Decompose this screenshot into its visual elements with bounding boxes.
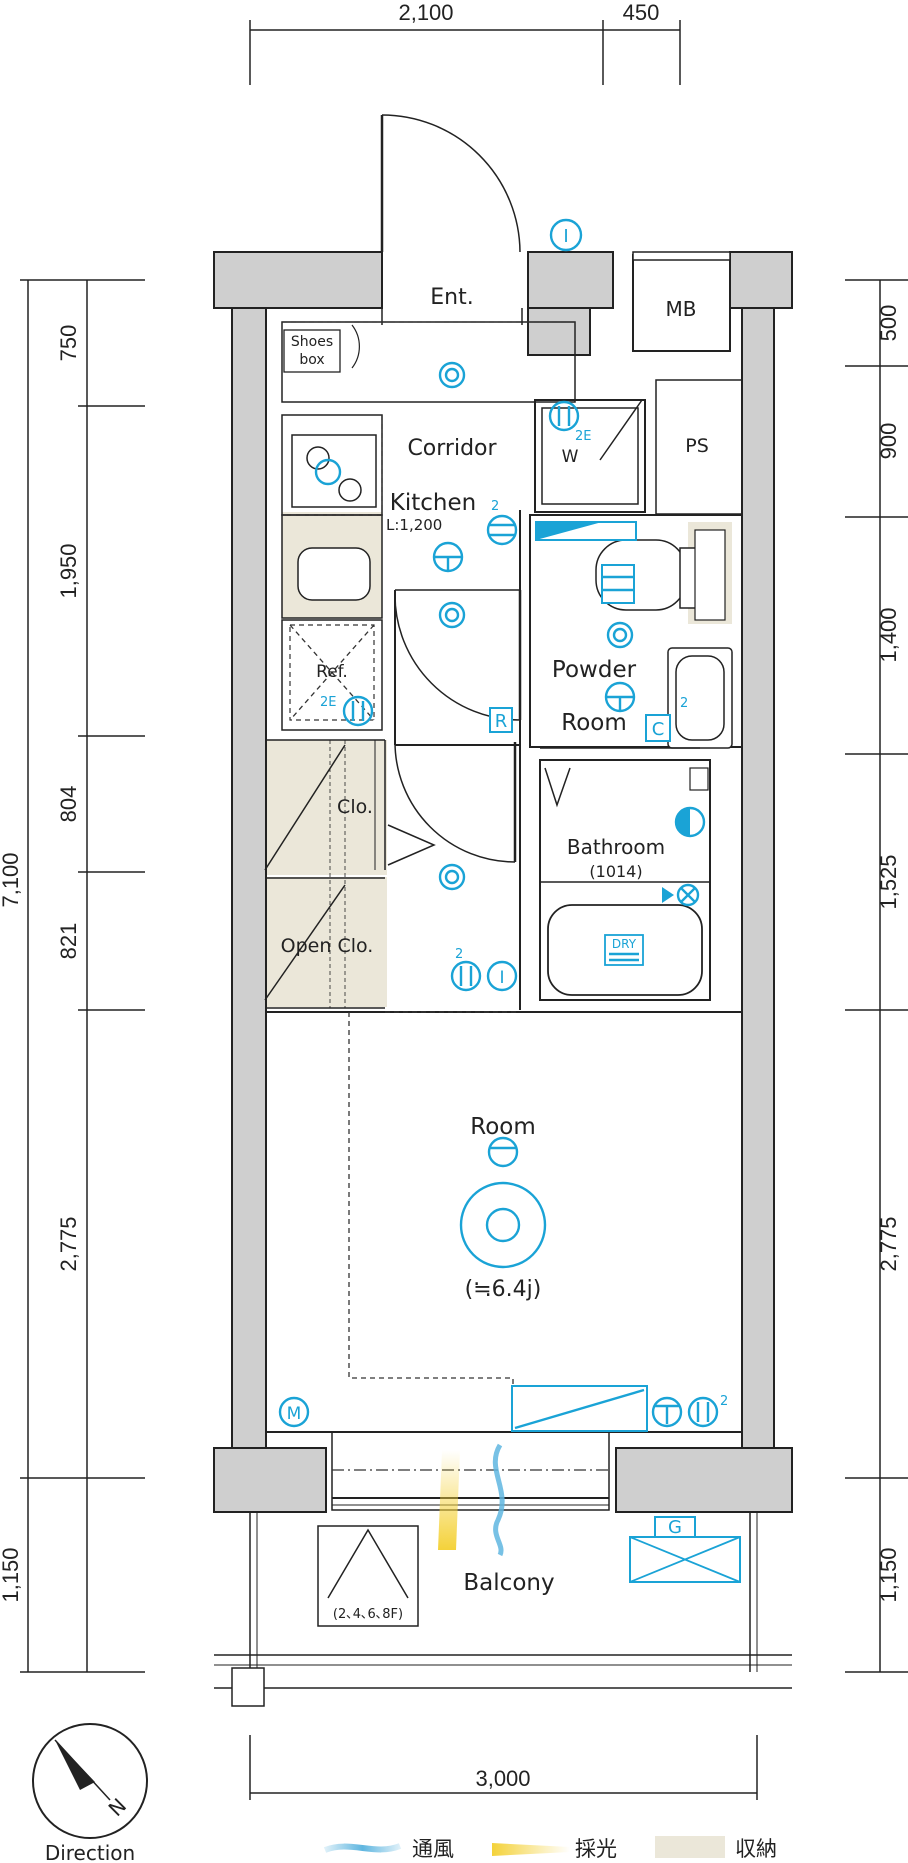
dim-right-4: 1,525 <box>876 854 901 909</box>
wall-light-icon <box>432 541 464 573</box>
gas-label: G <box>668 1517 682 1538</box>
marker-2: 2 <box>491 499 499 514</box>
ventilation-icon <box>323 1843 402 1853</box>
kitchen-label: Kitchen <box>390 490 476 516</box>
dim-right-2: 900 <box>876 423 901 460</box>
room-light-icon <box>459 1181 547 1269</box>
bathroom-light-icon <box>674 806 706 838</box>
dim-right-5: 2,775 <box>876 1216 901 1271</box>
dim-top-2: 450 <box>623 0 660 25</box>
dim-right-3: 1,400 <box>876 607 901 662</box>
dim-left-1: 750 <box>56 325 81 362</box>
multimedia-outlet-icon: M <box>278 1396 310 1428</box>
svg-text:M: M <box>287 1404 302 1424</box>
marker-2: 2 <box>720 1394 728 1409</box>
ceiling-light-icon <box>438 601 466 629</box>
compass-needle-icon <box>55 1740 95 1790</box>
daylight-icon <box>492 1843 570 1856</box>
room-labels: Ent. MB Shoes box Corridor Kitchen L:1,2… <box>281 285 709 1622</box>
closet-label: Clo. <box>337 796 373 818</box>
open-closet-label: Open Clo. <box>281 935 374 957</box>
room-area: (≒6.4j) <box>465 1277 542 1302</box>
marker-2e: 2E <box>575 429 592 444</box>
legend-ventilation: 通風 <box>412 1837 454 1861</box>
shoes-box-label: Shoes <box>291 334 333 350</box>
dim-bottom: 3,000 <box>475 1766 530 1791</box>
toilet-controller-icon <box>601 564 635 604</box>
svg-text:I: I <box>563 226 568 247</box>
intercom-icon: I <box>549 218 583 252</box>
refrigerator-label: Ref. <box>316 662 348 682</box>
walls <box>213 251 793 1513</box>
dryer-icon: DRY <box>604 934 644 966</box>
marker-2: 2 <box>455 947 463 962</box>
svg-text:R: R <box>495 711 508 732</box>
refrigerator-outlet-icon: R <box>489 707 513 733</box>
dim-left-3: 804 <box>56 786 81 823</box>
legend: 通風 採光 収納 <box>323 1836 777 1861</box>
marker-2e: 2E <box>320 695 337 710</box>
ventilation-daylight-indicators <box>438 1443 505 1557</box>
dim-left-6: 1,150 <box>0 1547 23 1602</box>
svg-text:I: I <box>499 968 504 988</box>
balcony-label: Balcony <box>463 1570 554 1596</box>
ceiling-light-icon <box>438 361 466 389</box>
room-label: Room <box>470 1114 536 1140</box>
air-conditioner-icon <box>511 1385 648 1432</box>
kitchen-length: L:1,200 <box>386 516 442 534</box>
legend-storage: 収納 <box>735 1837 777 1861</box>
powder-room-label: Room <box>561 710 627 736</box>
dim-left-4: 821 <box>56 923 81 960</box>
c-outlet-icon: C <box>645 714 671 742</box>
dim-top-1: 2,100 <box>398 0 453 25</box>
bathroom-label: Bathroom <box>567 835 665 859</box>
outlet-icon <box>450 960 482 992</box>
intercom-icon: I <box>486 960 518 992</box>
entrance-label: Ent. <box>430 285 473 310</box>
wall-light-icon <box>487 1136 519 1168</box>
compass: N Direction <box>32 1723 148 1863</box>
bath-controls-icon <box>662 883 700 907</box>
ceiling-light-icon <box>438 863 466 891</box>
marker-2: 2 <box>680 696 688 711</box>
outlet-icon <box>651 1396 683 1428</box>
dim-right-6: 1,150 <box>876 1547 901 1602</box>
left-dimensions: 750 1,950 804 821 2,775 1,150 7,100 <box>0 279 145 1673</box>
bathroom-size: (1014) <box>589 862 642 881</box>
dim-left-total: 7,100 <box>0 852 23 907</box>
outlet-icon <box>687 1396 719 1428</box>
outlet-icon <box>548 400 580 432</box>
right-dimensions: 500 900 1,400 1,525 2,775 1,150 <box>845 279 908 1673</box>
powder-room-label: Powder <box>552 657 637 683</box>
dim-left-5: 2,775 <box>56 1216 81 1271</box>
dim-right-1: 500 <box>876 305 901 342</box>
legend-daylight: 採光 <box>575 1837 617 1861</box>
dim-left-2: 1,950 <box>56 543 81 598</box>
ps-label: PS <box>685 435 709 457</box>
hatch-floors-label: (2､4､6､8F) <box>333 1607 403 1622</box>
shoes-box-label: box <box>299 352 324 368</box>
symbols: I I M R C G DRY <box>278 218 728 1538</box>
compass-label: Direction <box>45 1841 135 1863</box>
balcony <box>214 1431 792 1707</box>
top-dimensions: 2,100 450 <box>249 0 681 85</box>
ceiling-light-icon <box>606 621 634 649</box>
mb-label: MB <box>666 297 697 321</box>
storage-icon <box>655 1836 725 1858</box>
w-label: W <box>562 447 579 467</box>
svg-text:C: C <box>652 719 665 740</box>
outlet-icon <box>486 514 518 546</box>
corridor-label: Corridor <box>407 436 497 461</box>
bottom-dimensions: 3,000 <box>249 1735 758 1800</box>
wall-light-icon <box>604 681 636 713</box>
outlet-icon <box>342 695 374 727</box>
svg-text:DRY: DRY <box>612 937 637 951</box>
